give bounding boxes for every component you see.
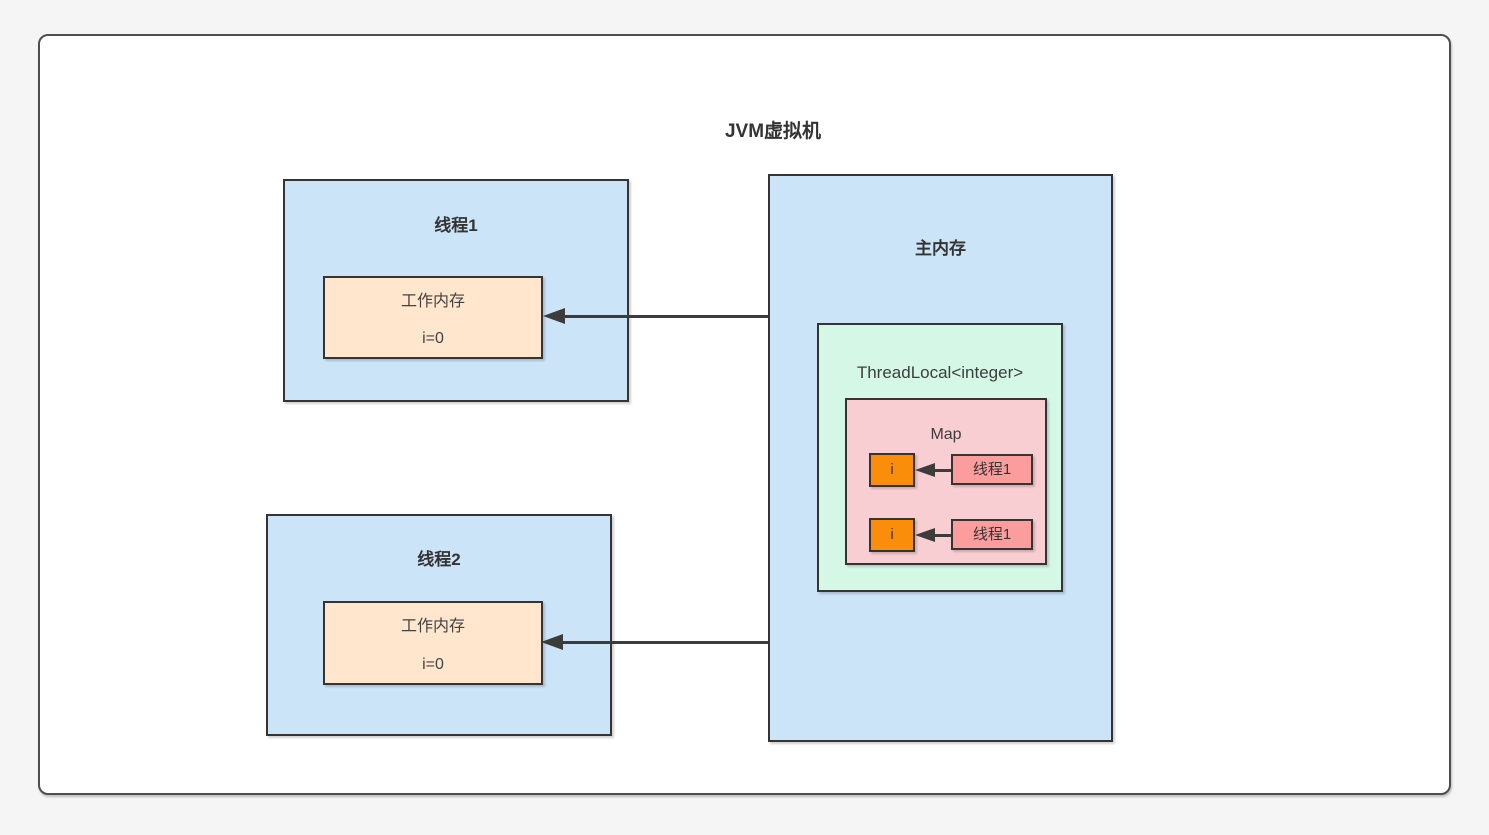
map-entry-thread-tag: 线程1 [951,519,1033,550]
thread2-working-memory-label: 工作内存 [400,618,465,635]
arrow-left-head-icon [541,634,563,650]
thread1-working-memory-box [323,276,543,359]
thread2-working-memory-value: i=0 [422,656,444,673]
thread1-label: 线程1 [434,216,478,235]
thread2-label: 线程2 [417,550,461,569]
jvm-panel [38,34,1451,795]
map-entry-key-box: i [869,518,915,552]
arrow-left-head-icon [915,463,935,477]
diagram-title: JVM虚拟机 [724,121,822,142]
threadlocal-label: ThreadLocal<integer> [856,363,1024,382]
map-label: Map [930,426,962,443]
map-entry-key-box: i [869,453,915,487]
arrow-left-head-icon [543,308,565,324]
arrow-main-to-thread1-line [564,315,768,318]
thread1-working-memory-label: 工作内存 [400,293,465,310]
map-entry-thread-tag: 线程1 [951,454,1033,485]
arrow-main-to-thread2-line [562,641,768,644]
arrow-left-head-icon [915,528,935,542]
thread1-working-memory-value: i=0 [422,330,444,347]
arrow-thread-tag-to-key-line [933,534,951,537]
arrow-thread-tag-to-key-line [933,469,951,472]
main-memory-label: 主内存 [915,239,966,258]
